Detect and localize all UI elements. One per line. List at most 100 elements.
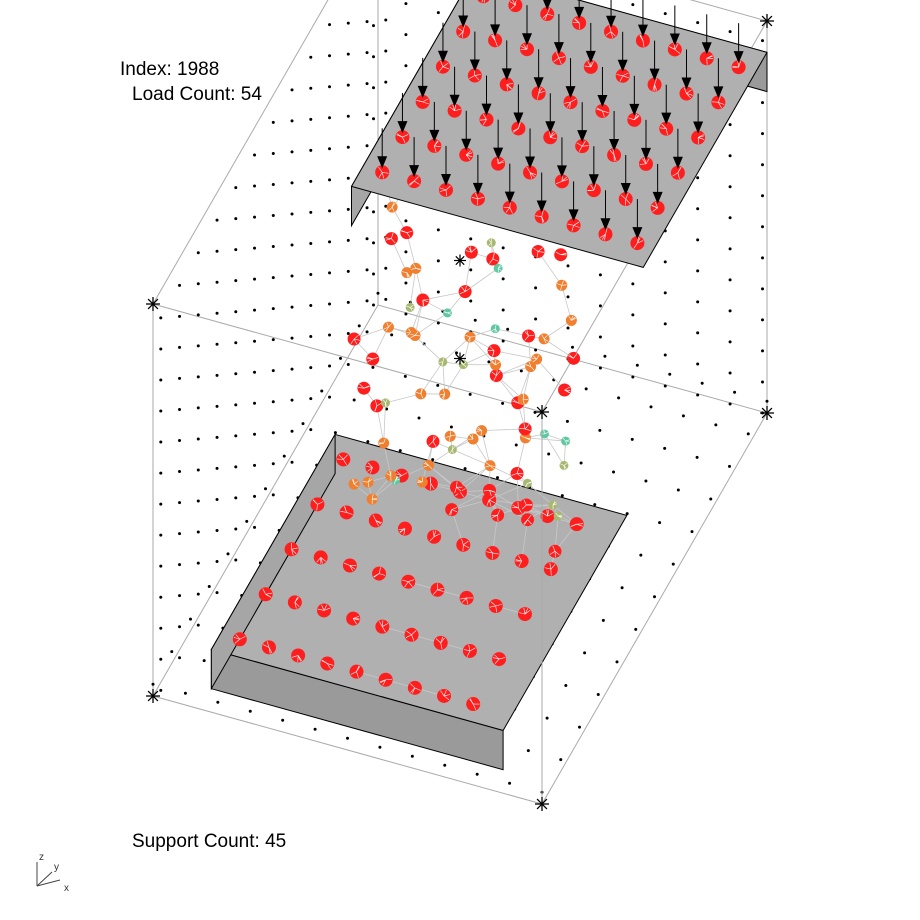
load-arrow: [713, 58, 724, 99]
grid-dot: [290, 367, 294, 371]
support-node: [459, 590, 474, 605]
interior-node: [444, 430, 456, 442]
interior-node: [493, 263, 503, 273]
load-arrow: [669, 5, 680, 46]
interior-node: [553, 511, 563, 521]
truss-member: [444, 364, 464, 395]
bbox-edge: [152, 304, 379, 697]
grid-dot: [178, 501, 182, 505]
interior-node: [548, 544, 562, 558]
grid-dot: [455, 351, 458, 355]
grid-dot: [196, 592, 200, 596]
axis-gizmo: z y x: [36, 852, 69, 894]
grid-dot: [631, 3, 635, 7]
grid-dot: [215, 280, 219, 284]
grid-dot: [178, 656, 182, 660]
interior-node: [567, 351, 581, 365]
interior-node: [442, 308, 452, 318]
grid-dot: [346, 114, 350, 118]
grid-dot: [695, 455, 699, 459]
grid-dot: [346, 145, 350, 149]
grid-dot: [475, 772, 479, 776]
grid-dot: [178, 470, 182, 474]
load-node: [604, 24, 619, 39]
grid-dot: [178, 283, 182, 287]
grid-dot: [313, 727, 317, 731]
load-node: [691, 130, 706, 145]
grid-dot: [234, 465, 238, 469]
truss-member: [420, 361, 444, 395]
grid-dot: [579, 461, 583, 465]
grid-dot: [631, 282, 635, 286]
grid-dot: [151, 682, 155, 686]
interior-node: [385, 470, 397, 482]
grid-dot: [696, 393, 700, 397]
grid-dot: [357, 324, 361, 328]
load-node: [438, 182, 453, 197]
grid-dot: [728, 464, 731, 468]
load-arrow: [652, 163, 663, 204]
grid-dot: [487, 360, 491, 364]
grid-dot: [346, 207, 350, 211]
grid-dot: [761, 194, 764, 198]
grid-dot: [328, 302, 332, 306]
truss-member: [409, 268, 417, 308]
interior-node: [409, 329, 421, 341]
grid-dot: [309, 179, 313, 183]
grid-dot: [653, 595, 656, 599]
load-node: [650, 200, 665, 215]
load-node: [531, 86, 546, 101]
grid-dot: [271, 462, 275, 466]
load-arrow: [458, 0, 469, 28]
load-arrow: [429, 101, 440, 142]
grid-dot: [271, 182, 275, 186]
grid-dot: [728, 247, 732, 251]
grid-dot: [372, 210, 375, 214]
support-node: [365, 460, 380, 475]
grid-dot: [468, 392, 472, 396]
load-arrow: [449, 66, 460, 107]
grid-dot: [253, 215, 257, 219]
grid-dot: [565, 419, 569, 423]
support-node: [232, 632, 247, 647]
truss-member: [481, 430, 491, 466]
load-node: [638, 156, 653, 171]
grid-dot: [630, 437, 634, 441]
load-arrow: [501, 40, 512, 81]
load-arrow: [565, 58, 576, 99]
load-arrow: [504, 163, 515, 204]
grid-dot: [328, 209, 332, 213]
grid-dot: [365, 330, 369, 334]
grid-dot: [365, 206, 369, 210]
interior-node: [447, 445, 457, 455]
truss-member: [488, 499, 528, 521]
interior-node: [400, 226, 414, 240]
grid-dot: [290, 398, 294, 402]
grid-dot: [159, 657, 163, 661]
support-node: [291, 648, 306, 663]
load-node: [595, 103, 610, 118]
grid-dot: [178, 345, 182, 349]
grid-dot: [663, 260, 667, 264]
grid-dot: [534, 348, 538, 352]
interior-node: [539, 429, 549, 439]
grid-dot: [663, 322, 667, 326]
load-arrow: [521, 5, 532, 46]
load-arrow: [597, 66, 608, 107]
grid-dot: [571, 345, 574, 349]
interior-node: [464, 245, 478, 259]
grid-dot: [159, 564, 163, 568]
load-node: [607, 148, 622, 163]
grid-dot: [159, 347, 163, 351]
interior-node: [382, 321, 394, 333]
grid-dot: [728, 216, 732, 220]
truss-member: [451, 489, 490, 510]
grid-dot: [281, 718, 285, 722]
load-arrow: [440, 145, 451, 186]
interior-node: [484, 460, 496, 472]
grid-dot: [596, 692, 600, 696]
grid-dot: [234, 403, 238, 407]
bounding-box-front-edges: [152, 412, 768, 805]
load-node: [395, 130, 410, 145]
